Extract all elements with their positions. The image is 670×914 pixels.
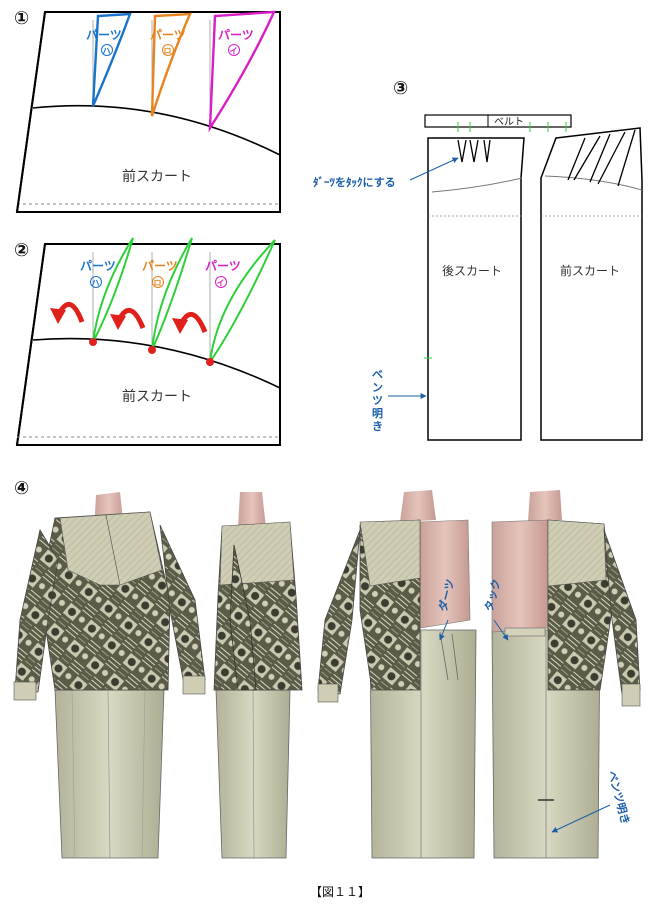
garment-view-front: [317, 490, 477, 859]
svg-text:明: 明: [372, 407, 383, 420]
figure-caption: 【図１１】: [310, 885, 370, 899]
hip-curve: [32, 104, 281, 156]
pivot-point: [148, 346, 156, 354]
step-2: ② パーツ ハ パーツ ロ パーツ イ: [14, 237, 281, 446]
back-skirt-pattern: [427, 137, 525, 441]
garment-view-front-angled: [13, 492, 206, 859]
front-skirt-label: 前スカート: [122, 388, 192, 405]
belt-piece: [424, 114, 572, 128]
rotate-arrow-icon: [110, 308, 146, 330]
part-i-rotated: [209, 239, 276, 363]
part-i-shape: [208, 10, 276, 133]
part-i-title: パーツ: [218, 28, 254, 42]
pivot-point: [206, 358, 214, 366]
part-ro-title: パーツ: [150, 28, 186, 42]
hip-curve: [32, 337, 281, 389]
step-1-label: ①: [14, 8, 29, 29]
step-2-label: ②: [14, 240, 29, 261]
step-3-label: ③: [393, 78, 408, 99]
pants-opening-note-4: ベンツ明き: [605, 769, 632, 825]
part-ha-mark: ハ: [103, 47, 111, 56]
part-ha-title: パーツ: [80, 259, 116, 273]
step-4-label: ④: [14, 478, 29, 499]
svg-text:き: き: [372, 420, 383, 433]
rotate-arrow-icon: [172, 312, 208, 334]
part-ha-title: パーツ: [86, 28, 122, 42]
garment-view-back: [491, 490, 641, 859]
part-i-title: パーツ: [205, 259, 241, 273]
annotation-arrow: [439, 619, 449, 641]
pivot-point: [89, 338, 97, 346]
front-skirt-pattern: [540, 127, 643, 441]
svg-text:ベ: ベ: [372, 368, 383, 381]
annotation-arrow: [493, 619, 509, 641]
svg-text:ベンツ明き: ベンツ明き: [605, 769, 632, 825]
part-ha-shape: [91, 12, 132, 107]
part-ha-mark: ハ: [92, 279, 100, 288]
step-4: ④: [13, 478, 641, 859]
part-ro-mark: ロ: [154, 279, 162, 288]
garment-view-side: [213, 492, 303, 859]
part-ro-rotated: [151, 237, 193, 351]
part-i-mark: イ: [217, 279, 225, 288]
pants-opening-note-3: ベ ン ツ 明 き: [372, 368, 383, 433]
step-3: ③ ベルト 後スカート 前スカート ﾀﾞｰﾂをﾀｯｸにする: [313, 78, 643, 441]
part-ro-shape: [150, 12, 192, 117]
front-skirt-label: 前スカート: [122, 168, 192, 185]
part-ha-rotated: [92, 237, 134, 343]
rotate-arrow-icon: [50, 302, 85, 324]
step-1: ① パーツ ハ パーツ ロ パーツ イ 前スカート: [14, 8, 281, 213]
annotation-arrow: [409, 157, 459, 181]
svg-text:ン: ン: [372, 381, 383, 394]
belt-label: ベルト: [494, 116, 524, 128]
part-i-mark: イ: [230, 47, 238, 56]
back-skirt-label: 後スカート: [442, 264, 502, 278]
front-skirt-label: 前スカート: [560, 263, 620, 278]
part-ro-title: パーツ: [142, 259, 178, 273]
dart-to-tuck-note: ﾀﾞｰﾂをﾀｯｸにする: [313, 175, 396, 189]
svg-text:ツ: ツ: [372, 394, 383, 407]
part-ro-mark: ロ: [164, 47, 172, 56]
annotation-arrow: [551, 804, 611, 833]
